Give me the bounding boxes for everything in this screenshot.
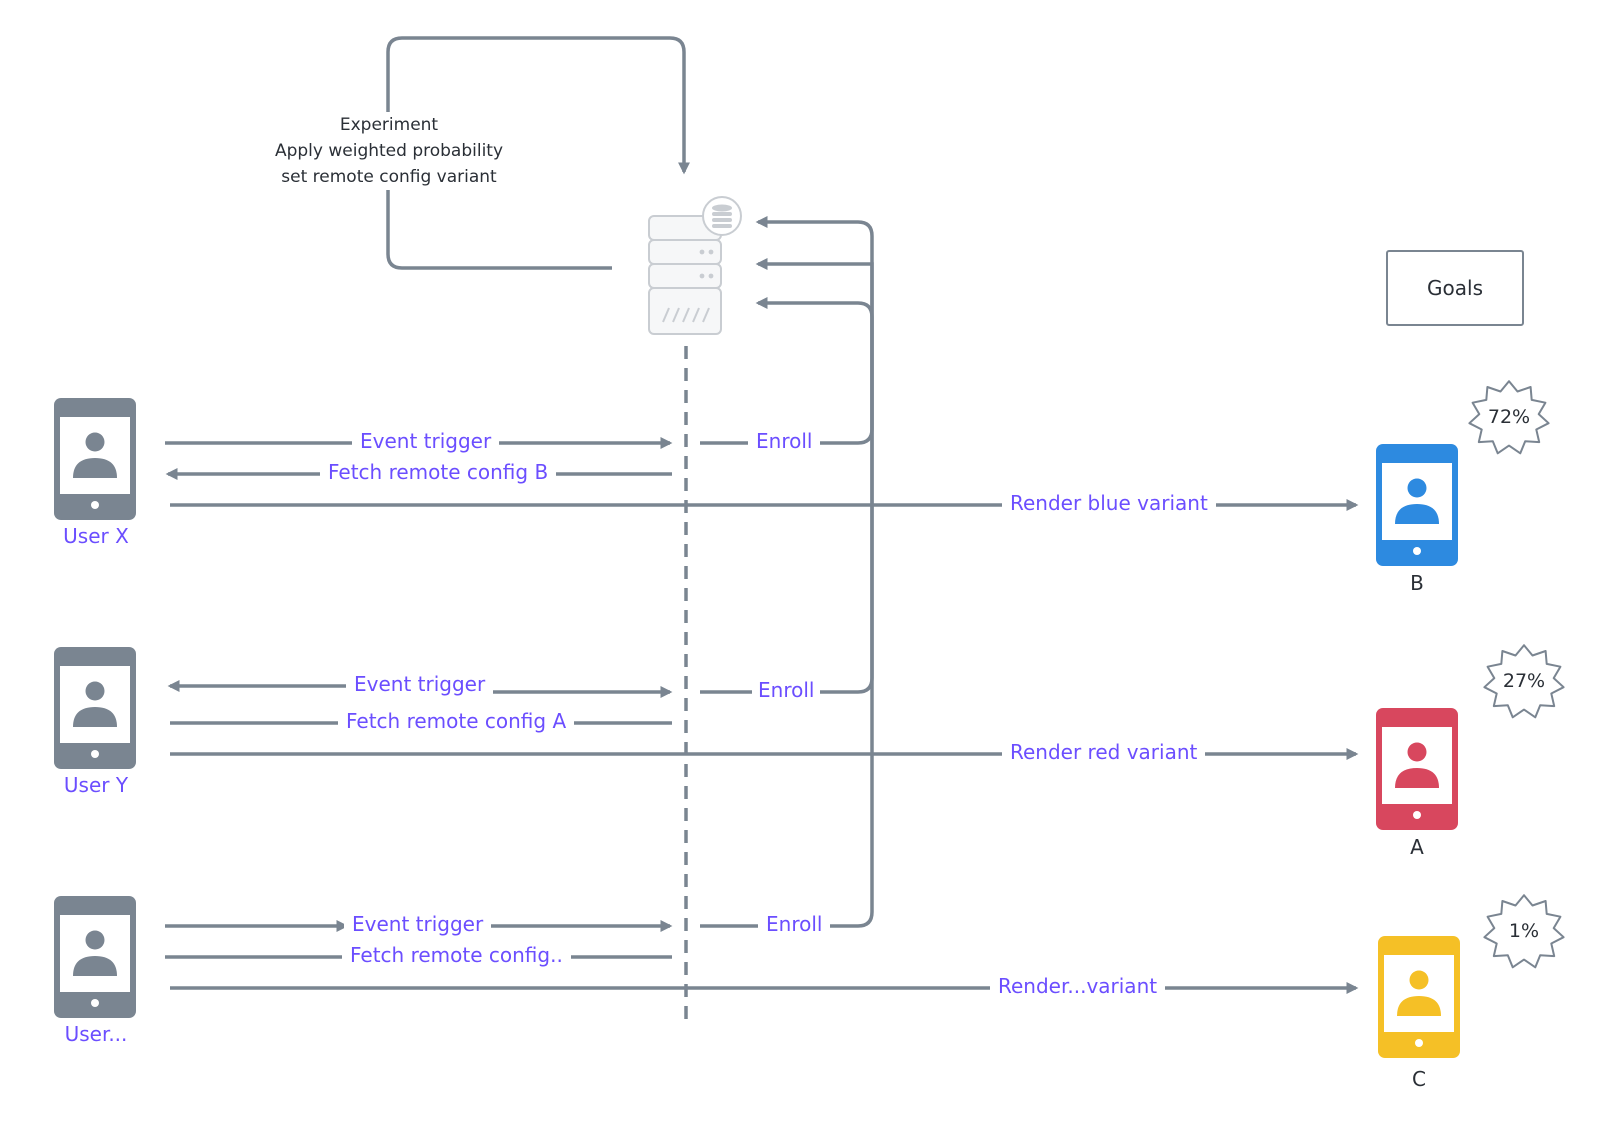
fetch-config-label-c: Fetch remote config.. [342,943,571,967]
variant-b-name: B [1410,571,1424,595]
phone-user-icon [54,647,136,769]
experiment-note-line3: set remote config variant [281,167,497,187]
render-label-y: Render red variant [1002,740,1206,764]
user-c-name: User... [64,1022,128,1046]
render-label-c: Render...variant [990,974,1166,998]
enroll-label-c: Enroll [758,912,831,936]
experiment-loop-arrow [386,36,690,270]
render-label-x: Render blue variant [1002,491,1216,515]
variant-b-percent: 72% [1487,406,1531,428]
event-trigger-label-y: Event trigger [346,672,494,696]
starburst-shape [1468,380,1550,455]
variant-a-percent: 27% [1502,670,1546,692]
fetch-config-label-x: Fetch remote config B [320,460,557,484]
goals-label: Goals [1427,276,1483,300]
goals-box: Goals [1386,250,1524,326]
variant-a-name: A [1410,835,1424,859]
phone-variant-b-icon [1376,444,1458,566]
server-icon [648,196,742,335]
starburst-shape [1483,644,1565,719]
variant-c-percent: 1% [1508,920,1540,942]
fetch-config-label-y: Fetch remote config A [338,709,575,733]
experiment-note-title: Experiment [339,115,439,135]
enroll-return-x [755,216,874,445]
user-x-name: User X [63,524,129,548]
starburst-shape [1483,894,1565,969]
starburst-badge-icon [1468,380,1550,455]
enroll-label-x: Enroll [748,429,821,453]
phone-variant-a-icon [1376,708,1458,830]
enroll-return-c [755,258,874,928]
enroll-label-y: Enroll [752,678,821,702]
phone-variant-c-icon [1378,936,1460,1058]
phone-user-icon [54,896,136,1018]
enroll-return-y [755,297,874,694]
phone-user-icon [54,398,136,520]
event-trigger-label-c: Event trigger [344,912,492,936]
experiment-note-line2: Apply weighted probability [274,141,504,161]
user-y-name: User Y [63,773,129,797]
starburst-badge-icon [1483,644,1565,719]
event-trigger-label-x: Event trigger [352,429,500,453]
variant-c-name: C [1412,1067,1426,1091]
experiment-note: Experiment Apply weighted probability se… [259,112,519,190]
starburst-badge-icon [1483,894,1565,969]
